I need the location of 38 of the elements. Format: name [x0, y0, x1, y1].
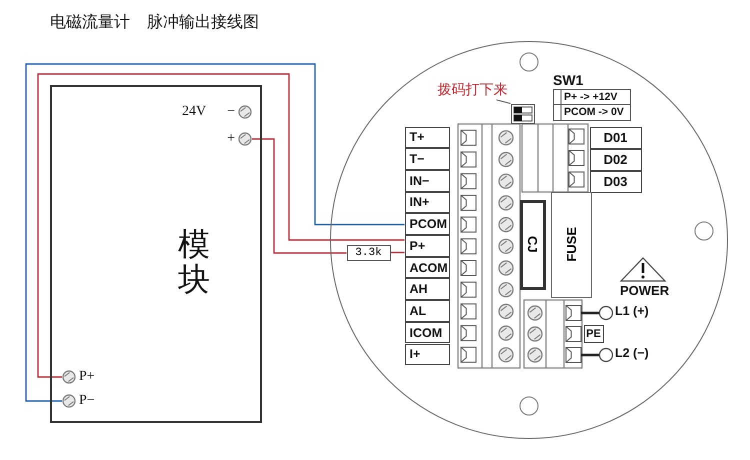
terminal-label: −	[227, 104, 235, 120]
terminal-label: AL	[404, 300, 450, 322]
line-terminal-label: L2 (−)	[615, 346, 649, 360]
wire	[390, 252, 404, 254]
annotation-text: 拨码打下来	[438, 82, 512, 100]
line-terminal-label: L1 (+)	[615, 304, 649, 318]
fuse-component: FUSE	[550, 192, 592, 298]
module-label: 模块	[178, 227, 210, 298]
terminal-label: D03	[590, 170, 642, 192]
terminal-label: IN−	[404, 170, 450, 192]
module-box	[50, 85, 262, 423]
terminal-label: IN+	[404, 192, 450, 214]
terminal-label: D01	[590, 126, 642, 148]
meter-circle	[330, 41, 728, 439]
terminal-label: P+	[79, 369, 95, 385]
terminal-label: T−	[404, 148, 450, 170]
terminal-label: ICOM	[404, 322, 450, 344]
dip-switch	[510, 104, 534, 124]
terminal-label: T+	[404, 126, 450, 148]
wire	[252, 138, 346, 254]
terminal-label: +	[227, 131, 235, 147]
voltage-label: 24V	[182, 104, 206, 120]
terminal-label: P+	[404, 235, 450, 257]
diagram-title: 电磁流量计 脉冲输出接线图	[50, 12, 259, 33]
resistor-label: 3.3k	[346, 244, 390, 260]
setting-text: P+ -> +12V	[553, 89, 631, 105]
setting-text: PCOM -> 0V	[553, 105, 631, 121]
terminal-label: ACOM	[404, 256, 450, 278]
terminal-label: I+	[404, 344, 450, 366]
terminal-label: P−	[79, 393, 95, 409]
terminal-label: PE	[584, 324, 604, 342]
terminal-label: AH	[404, 278, 450, 300]
switch-label: SW1	[553, 72, 584, 88]
leader-line	[496, 99, 511, 104]
power-label: POWER	[620, 283, 670, 298]
cj-component: CJ	[520, 200, 546, 290]
terminal-label: D02	[590, 148, 642, 170]
terminal-label: PCOM	[404, 213, 450, 235]
